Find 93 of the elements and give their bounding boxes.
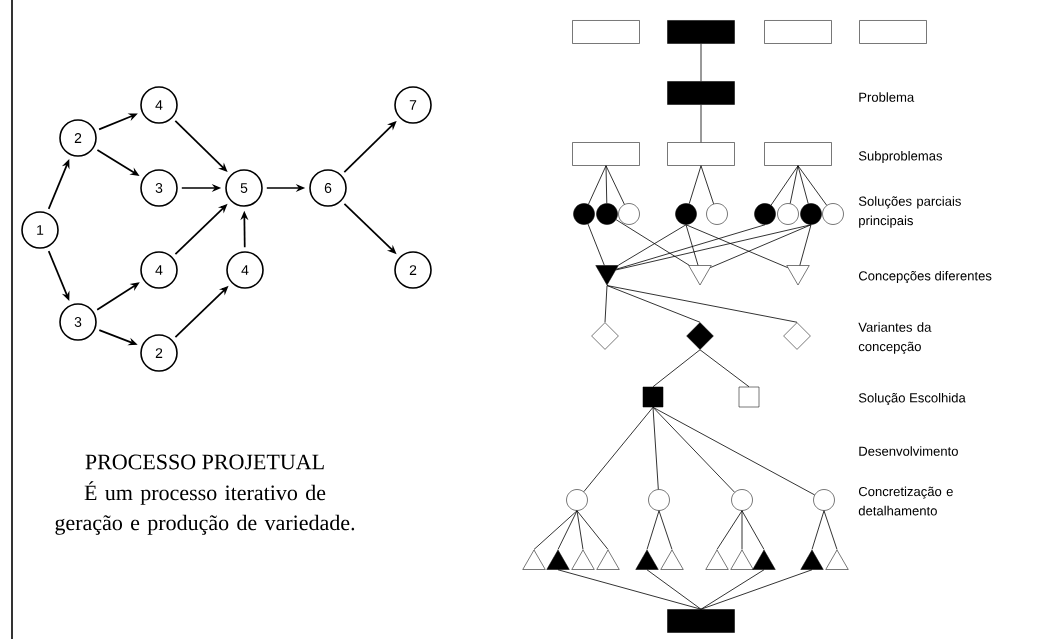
- connector-line: [652, 406, 735, 493]
- rectangle-symbol: [859, 20, 927, 44]
- caption-text: É um processo iterativo de geração e produção de variedade.: [55, 481, 355, 535]
- rectangle-symbol: [764, 20, 832, 44]
- row-label: Concepções diferentes: [858, 270, 992, 284]
- connector-line: [605, 165, 625, 205]
- circle-symbol: [800, 203, 822, 225]
- diamond-symbol: [686, 322, 714, 350]
- circle-symbol: [813, 489, 835, 511]
- connector-line: [699, 349, 750, 388]
- row-label: Soluções parciais principais: [858, 196, 961, 228]
- circle-symbol: [754, 203, 776, 225]
- connector-line: [811, 510, 825, 550]
- connector-line: [797, 165, 809, 204]
- connector-line: [716, 510, 743, 550]
- triangle-symbol: [730, 549, 754, 570]
- connector-line: [700, 43, 702, 82]
- title-text: PROCESSO PROJETUAL: [85, 454, 324, 470]
- triangle-symbol: [688, 265, 712, 286]
- connector-line: [533, 510, 578, 550]
- connector-line: [576, 510, 609, 550]
- connector-line: [557, 569, 702, 610]
- connector-line: [646, 569, 702, 610]
- circle-symbol: [596, 203, 618, 225]
- connector-line: [770, 165, 799, 206]
- connector-line: [741, 510, 743, 550]
- row-label: Problema: [859, 92, 915, 102]
- circle-symbol: [731, 489, 753, 511]
- connector-line: [588, 165, 607, 205]
- connector-line: [700, 165, 714, 205]
- triangle-symbol: [546, 549, 570, 570]
- connector-line: [652, 406, 659, 490]
- diamond-symbol: [783, 322, 811, 350]
- circle-symbol: [706, 203, 728, 225]
- circle-symbol: [777, 203, 799, 225]
- rectangle-symbol: [572, 142, 640, 166]
- triangle-symbol: [660, 549, 684, 570]
- connector-line: [605, 165, 608, 204]
- connector-line: [616, 224, 766, 270]
- connector-line: [606, 285, 798, 323]
- square-symbol: [738, 386, 760, 408]
- connector-line: [700, 104, 702, 143]
- rectangle-symbol: [764, 142, 832, 166]
- triangle-symbol: [596, 549, 620, 570]
- connector-line: [823, 510, 838, 550]
- row-label: Subproblemas: [858, 150, 943, 164]
- triangle-symbol: [705, 549, 729, 570]
- triangle-symbol: [786, 265, 810, 286]
- row-label: Concretização e detalhamento: [858, 486, 953, 516]
- rectangle-symbol: [667, 142, 735, 166]
- rectangle-symbol: [667, 81, 735, 105]
- triangle-symbol: [800, 549, 824, 570]
- connector-line: [741, 510, 765, 550]
- row-label: Desenvolvimento: [859, 446, 958, 456]
- circle-symbol: [566, 489, 588, 511]
- connector-line: [700, 569, 813, 610]
- connector-line: [587, 223, 605, 266]
- circle-symbol: [822, 203, 844, 225]
- rectangle-symbol: [667, 20, 735, 44]
- triangle-symbol: [595, 265, 619, 286]
- rectangle-symbol: [667, 609, 735, 633]
- connector-line: [709, 224, 812, 268]
- connector-line: [652, 349, 701, 388]
- triangle-symbol: [825, 549, 849, 570]
- connector-line: [606, 285, 701, 323]
- connector-line: [604, 285, 608, 323]
- connector-line: [688, 165, 702, 205]
- triangle-symbol: [522, 549, 546, 570]
- square-symbol: [642, 386, 664, 408]
- row-label: Solução Escolhida: [858, 392, 966, 406]
- circle-symbol: [573, 203, 595, 225]
- connector-line: [799, 224, 812, 266]
- connector-line: [652, 406, 815, 496]
- rectangle-symbol: [572, 20, 640, 44]
- connector-line: [583, 406, 654, 493]
- connector-line: [646, 510, 660, 550]
- triangle-symbol: [752, 549, 776, 570]
- connector-line: [685, 224, 699, 266]
- circle-symbol: [675, 203, 697, 225]
- connector-line: [797, 165, 828, 206]
- connector-line: [685, 224, 789, 269]
- connector-line: [615, 224, 812, 271]
- circle-symbol: [618, 203, 640, 225]
- connector-line: [789, 165, 799, 204]
- triangle-symbol: [571, 549, 595, 570]
- connector-line: [576, 510, 584, 550]
- circle-symbol: [648, 489, 670, 511]
- triangle-symbol: [635, 549, 659, 570]
- connector-line: [700, 569, 765, 610]
- row-label: Variantes da concepção: [858, 322, 932, 354]
- diamond-symbol: [591, 322, 619, 350]
- connector-line: [658, 510, 673, 550]
- connector-line: [557, 510, 578, 550]
